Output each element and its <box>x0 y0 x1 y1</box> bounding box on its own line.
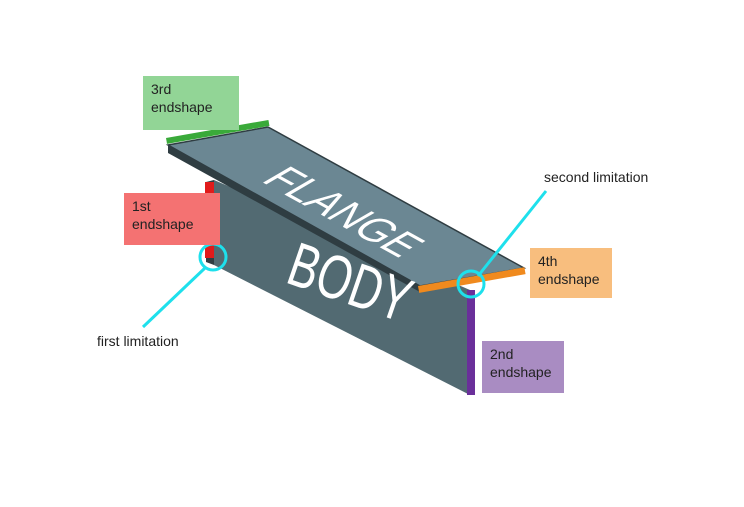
second-endshape-bar <box>467 290 475 395</box>
fourth-endshape-number: 4th <box>538 253 558 269</box>
body-web-face <box>214 180 470 395</box>
third-endshape-bar <box>166 119 270 144</box>
third-endshape-word: endshape <box>151 99 213 115</box>
first-limitation-label: first limitation <box>97 333 179 349</box>
fourth-endshape-label: 4th endshape <box>530 248 612 298</box>
second-endshape-word: endshape <box>490 364 552 380</box>
first-endshape-number: 1st <box>132 198 151 214</box>
second-limitation-circle <box>456 269 486 299</box>
fourth-endshape-bar <box>418 267 526 293</box>
second-endshape-number: 2nd <box>490 346 514 362</box>
third-endshape-number: 3rd <box>151 81 172 97</box>
second-endshape-label: 2nd endshape <box>482 341 564 393</box>
fourth-endshape-word: endshape <box>538 271 600 287</box>
second-limitation-pointer <box>476 190 548 277</box>
flange-front-edge <box>168 145 420 292</box>
first-endshape-label: 1st endshape <box>124 193 220 245</box>
first-endshape-word: endshape <box>132 216 194 232</box>
first-limitation-pointer <box>141 266 207 329</box>
third-endshape-label: 3rd endshape <box>143 76 239 130</box>
second-limitation-label: second limitation <box>544 169 649 185</box>
